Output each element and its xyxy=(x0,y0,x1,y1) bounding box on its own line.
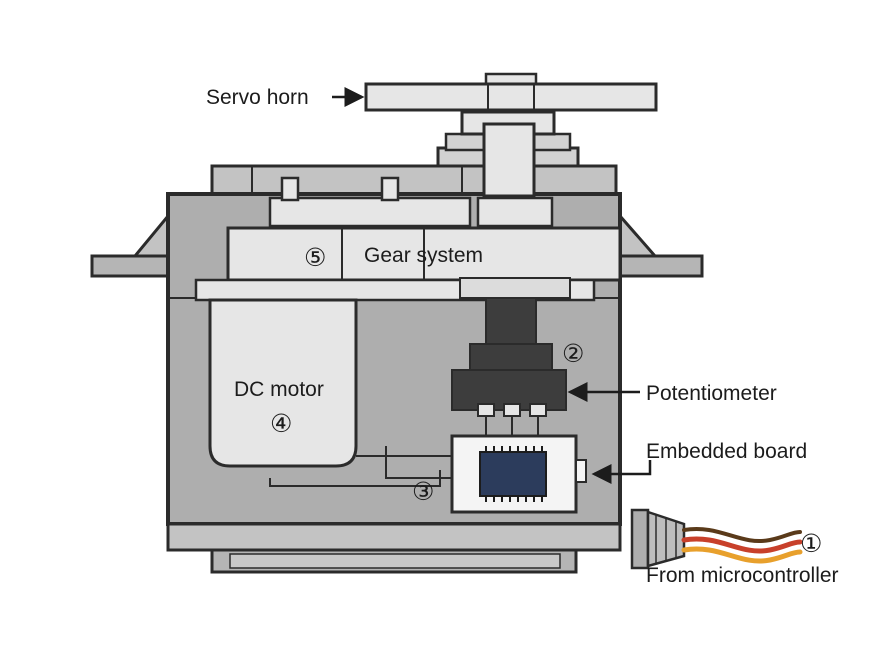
microchip xyxy=(479,446,547,502)
marker-gear-system: ⑤ xyxy=(304,243,326,272)
servo-cable xyxy=(681,526,803,564)
mounting-flange-left xyxy=(90,211,170,278)
gear-system xyxy=(194,226,622,302)
marker-potentiometer: ② xyxy=(562,339,584,368)
mounting-flange-right xyxy=(618,212,704,278)
embedded-board-arrow xyxy=(591,460,652,484)
marker-embedded-board: ③ xyxy=(412,477,434,506)
dc-motor xyxy=(208,298,358,468)
dc-motor-label: DC motor xyxy=(234,378,324,401)
embedded-board-label: Embedded board xyxy=(646,440,807,463)
marker-dc-motor: ④ xyxy=(270,409,292,438)
embedded-board xyxy=(450,434,587,514)
from-microcontroller-label: From microcontroller xyxy=(646,564,839,587)
housing-top-cap xyxy=(210,164,618,198)
gear-system-label: Gear system xyxy=(364,244,483,267)
potentiometer xyxy=(451,297,567,436)
potentiometer-label: Potentiometer xyxy=(646,382,777,405)
internal-wiring xyxy=(269,446,452,487)
servo-horn xyxy=(364,82,658,112)
leader-lines xyxy=(332,87,652,484)
gear-train-upper xyxy=(268,176,554,228)
servo-horn-label: Servo horn xyxy=(206,86,309,109)
output-shaft-assembly xyxy=(436,72,580,198)
cable-connector xyxy=(630,508,686,570)
marker-cable: ① xyxy=(800,529,822,558)
